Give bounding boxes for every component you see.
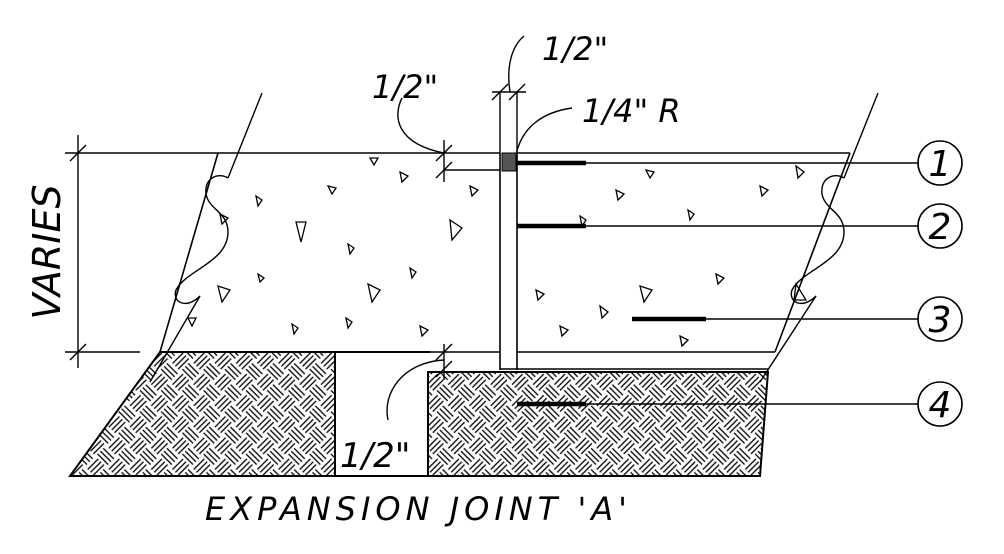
leader-lines (586, 162, 918, 405)
top-depth-label: 1/2" (372, 68, 438, 106)
varies-dimension (65, 135, 218, 368)
callout-2-number: 2 (929, 207, 952, 248)
callout-4: 4 (917, 381, 963, 427)
callout-3: 3 (917, 296, 963, 342)
dowel-bars (517, 160, 706, 407)
varies-label: VARIES (25, 184, 69, 319)
callout-3-number: 3 (929, 300, 952, 341)
callout-2: 2 (917, 203, 963, 249)
concrete-slab (159, 152, 851, 370)
joint-sealant (501, 152, 517, 172)
top-gap-label: 1/2" (542, 30, 608, 68)
radius-leader (515, 107, 573, 156)
drawing-title: EXPANSION JOINT 'A' (205, 490, 632, 528)
aggregate-marks (186, 157, 808, 348)
callout-1: 1 (917, 140, 963, 186)
top-depth-dimension (397, 97, 500, 182)
callout-4-number: 4 (929, 385, 952, 426)
subbase-hatch (68, 351, 770, 477)
base-gap-dimension (386, 343, 453, 421)
callout-1-number: 1 (929, 144, 952, 185)
radius-label: 1/4" R (582, 92, 681, 130)
base-gap-label: 1/2" (340, 436, 410, 476)
top-gap-dimension (491, 35, 526, 153)
break-lines (149, 92, 879, 383)
